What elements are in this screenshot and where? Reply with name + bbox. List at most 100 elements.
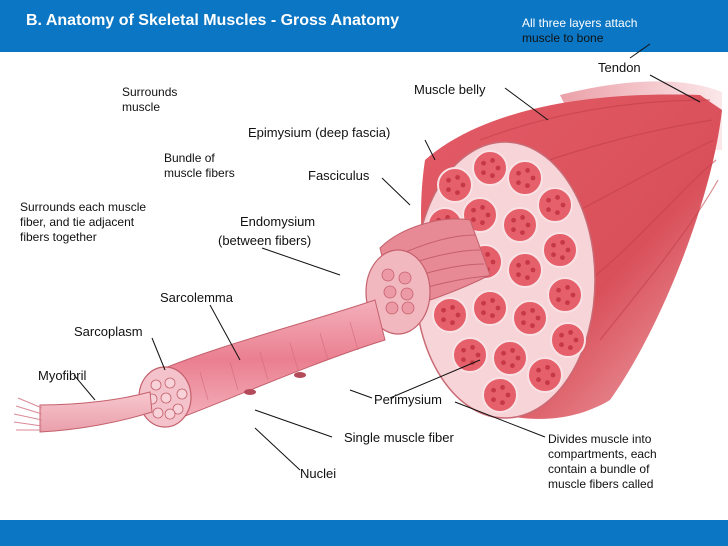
fascicle [492,340,528,376]
fiber-dot [490,173,495,179]
myofibril-end [172,403,184,415]
muscle-belly-label: Muscle belly [414,82,486,97]
sarcolemma-label: Sarcolemma [160,290,234,305]
fiber-dot [495,165,501,171]
fiber-dot [475,352,481,358]
fiber-dot [500,400,505,406]
fascicle [512,300,548,336]
fiber-dot [441,317,446,323]
fascicle [527,357,563,393]
fiber-dot [485,252,490,257]
fiber-dot [560,255,565,261]
bottom-bar [0,520,728,546]
fiber-dot [551,242,556,248]
fiber-dot [516,262,521,268]
fiber-dot [471,207,476,213]
fascicle-end-fiber [385,301,399,315]
fiber-dot [573,337,579,343]
fascicle [507,160,543,196]
fiber-dot [446,187,451,193]
fiber-dot [455,190,460,196]
fiber-dot [455,312,461,318]
title-bar: B. Anatomy of Skeletal Muscles - Gross A… [0,0,728,52]
fascicle-end [365,249,431,335]
fiber-dot [556,287,561,293]
fiber-dot [568,330,573,335]
fiber-dot [536,377,541,383]
fascicle [542,232,578,268]
fascicle [537,187,573,223]
fiber-dot [481,300,486,306]
fasciculus-note-line: muscle fibers [164,166,235,180]
fiber-dot [559,332,564,338]
fascicle [472,150,508,186]
perimysium-note-line: Divides muscle into [548,432,652,446]
fasciculus-note: Bundle of muscle fibers [164,151,235,181]
single-fiber-shape [159,299,386,421]
fiber-dot [490,313,495,319]
fiber-dot [525,183,530,189]
perimysium-note-line: muscle fibers called [548,477,654,491]
tendon-note-line: All three layers attach [522,16,638,30]
endomysium-note-line: Surrounds each muscle [20,200,147,214]
tendon-note: All three layers attach muscle to bone [522,16,637,46]
fiber-dot [511,227,516,233]
pointer-lines [73,43,701,471]
fiber-dot [480,205,485,210]
fiber-dot [551,252,556,258]
fiber-dot [491,397,496,403]
myofibril-end [176,388,188,400]
fiber-dot [491,387,496,393]
myofibril-end [150,379,162,391]
fiber-dot [525,222,531,228]
fiber-dot [559,342,564,348]
fiber-dot [555,210,560,216]
perimysium-note-line: fascicle [548,492,589,506]
perimysium-note-line: contain a bundle of [548,462,650,476]
fiber-dot [521,310,526,316]
fiber-end-myofibrils [146,377,188,420]
myofibril-end [164,408,176,420]
fascicle [452,337,488,373]
fasciculus-label: Fasciculus [308,168,370,183]
fascicle-end-fiber [398,271,412,285]
fiber-dot [450,320,455,326]
fiber-dot [501,350,506,356]
endomysium-note-line: fiber, and tie adjacent [20,215,135,229]
nuclei-marks [244,372,306,395]
fascicle-end-fiber [401,301,415,315]
single-muscle-fiber-label: Single muscle fiber [344,430,454,445]
slide-title: B. Anatomy of Skeletal Muscles - Gross A… [26,12,400,29]
epimysium-note-line: Surrounds [122,85,178,99]
fiber-dot [480,220,485,226]
fiber-dot [570,292,576,298]
fasciculus-note-line: Bundle of [164,151,215,165]
fiber-dot [481,170,486,176]
fiber-dot [565,285,570,290]
fiber-dot [450,305,455,310]
myofibril-end [164,377,176,389]
fascicle [550,322,586,358]
fiber-dot [525,275,530,281]
fiber-dot [500,385,505,390]
fiber-striations [199,321,359,401]
fiber-dot [485,212,491,218]
fascicle-end-fiber [400,287,414,301]
fiber-dot [530,175,536,181]
myofibril-strands [13,397,43,431]
myofibril-end [152,407,164,419]
nuclei-label: Nuclei [300,466,336,481]
fiber-dot [515,355,521,361]
epimysium-note: Surrounds muscle [122,85,177,115]
fiber-dot [520,215,525,220]
fiber-dot [455,175,460,180]
fiber-dot [441,307,446,313]
fiber-dot [556,297,561,303]
fiber-dot [530,267,536,273]
fiber-dot [516,180,521,186]
epimysium-label: Epimysium (deep fascia) [248,125,390,140]
fiber-dot [505,392,511,398]
fiber-dot [516,272,521,278]
fiber-dot [516,170,521,176]
